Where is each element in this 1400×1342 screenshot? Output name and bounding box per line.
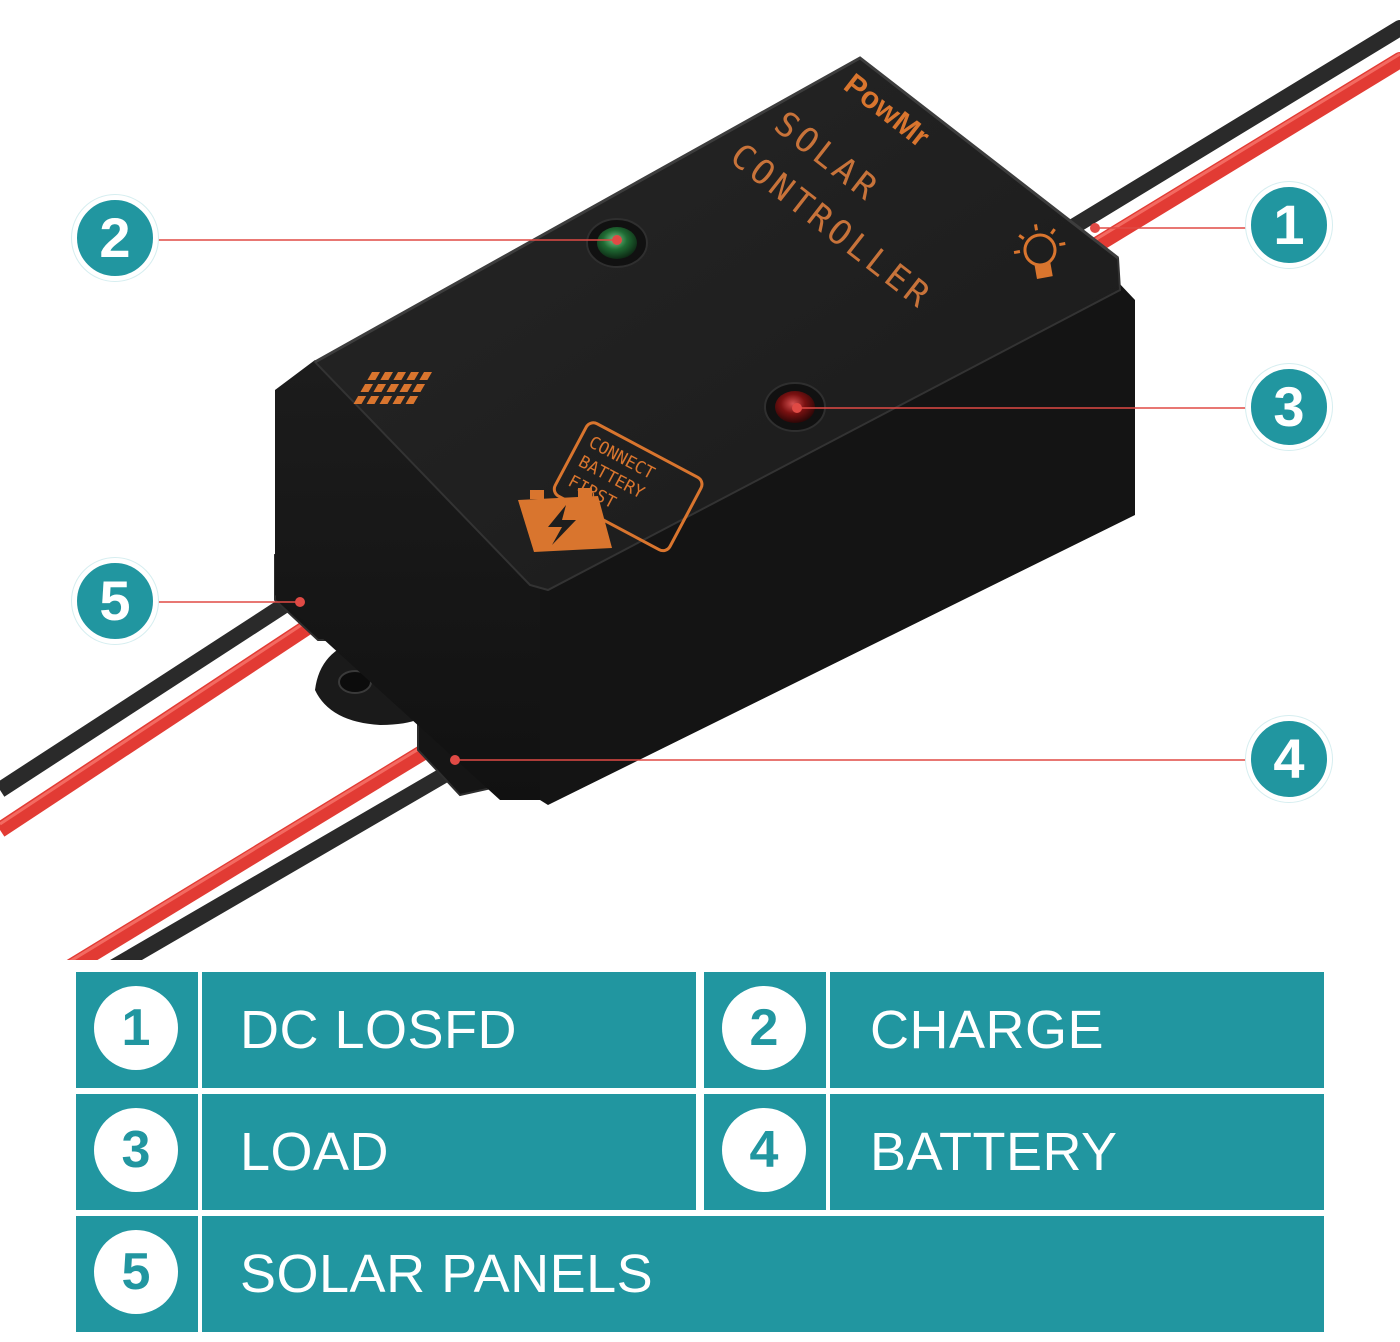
legend-number-1: 1 [94, 986, 178, 1070]
legend-label-4: BATTERY [870, 1122, 1118, 1182]
legend-item-3: 3 LOAD [76, 1094, 696, 1210]
legend-label-1: DC LOSFD [240, 1000, 518, 1060]
legend-item-4: 4 BATTERY [704, 1094, 1324, 1210]
legend-divider [198, 1094, 202, 1210]
legend-divider [826, 1094, 830, 1210]
callout-2: 2 [72, 195, 158, 281]
callout-lines [150, 227, 1252, 761]
callout-1: 1 [1246, 182, 1332, 268]
controller-housing [275, 56, 1135, 805]
legend-number-4: 4 [722, 1108, 806, 1192]
wires-top-right [1060, 20, 1400, 260]
battery-icon [518, 488, 612, 552]
callout-5: 5 [72, 558, 158, 644]
legend-number-2: 2 [722, 986, 806, 1070]
legend-label-5: SOLAR PANELS [240, 1244, 654, 1304]
legend-divider [198, 972, 202, 1088]
callout-3: 3 [1246, 364, 1332, 450]
legend-number-5: 5 [94, 1230, 178, 1314]
wires-battery [66, 734, 475, 960]
product-illustration: PowMr SOLAR CONTROLLER CONNECT BATTER [0, 20, 1400, 960]
legend-table: 1 DC LOSFD 2 CHARGE 3 LOAD 4 BATTERY 5 S… [76, 972, 1324, 1342]
callout-4: 4 [1246, 716, 1332, 802]
legend-label-3: LOAD [240, 1122, 390, 1182]
callout-dots [295, 223, 1100, 765]
legend-number-3: 3 [94, 1108, 178, 1192]
legend-item-5: 5 SOLAR PANELS [76, 1216, 1324, 1332]
legend-divider [198, 1216, 202, 1332]
legend-item-2: 2 CHARGE [704, 972, 1324, 1088]
lightbulb-icon [1013, 224, 1066, 279]
legend-item-1: 1 DC LOSFD [76, 972, 696, 1088]
legend-label-2: CHARGE [870, 1000, 1105, 1060]
solar-panel-icon [353, 372, 432, 404]
wires-solar [0, 588, 323, 837]
legend-divider [826, 972, 830, 1088]
